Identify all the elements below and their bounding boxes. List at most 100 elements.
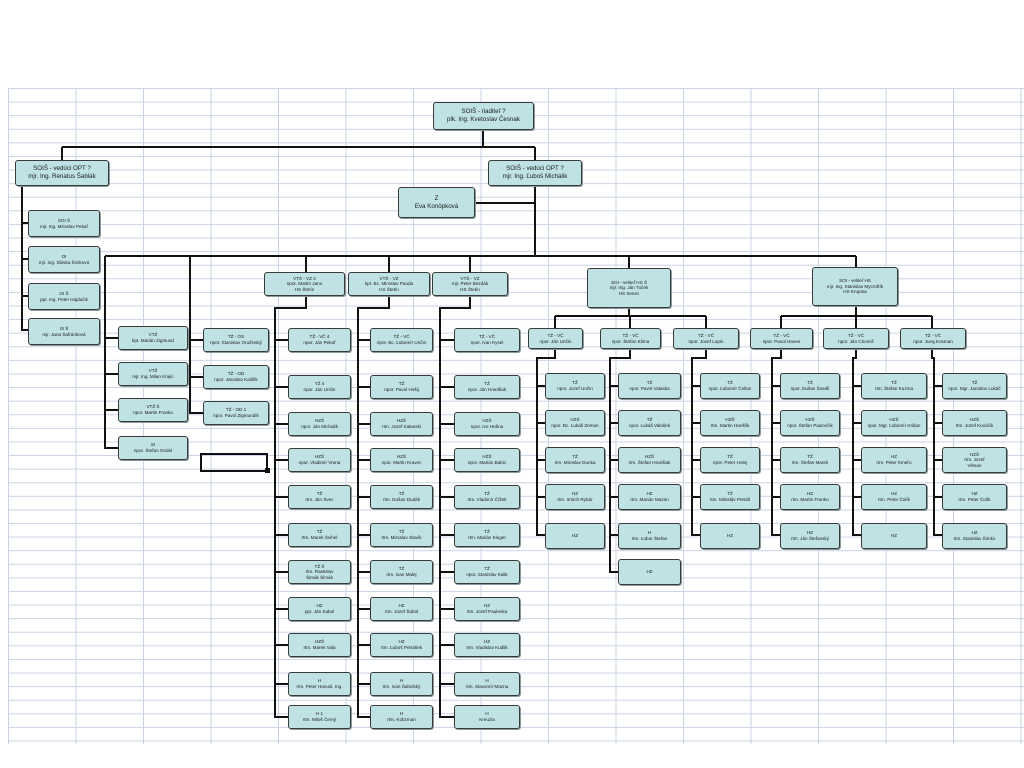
node-assistant[interactable]: Z Eva Konôpková [398, 187, 475, 218]
node-opt-left[interactable]: SOIŠ - vedúci OPT ? mjr. Ing. Renatus Ša… [15, 160, 109, 186]
node-member[interactable]: HZ [700, 523, 760, 549]
node-title: HZ [890, 454, 898, 460]
node-member[interactable]: HZ [545, 523, 605, 549]
fill-handle[interactable] [265, 468, 270, 473]
selected-cell[interactable] [200, 453, 268, 472]
node-person: rtm. Jozef Paulenka [466, 609, 508, 614]
node-member[interactable]: HZ [861, 523, 927, 549]
node-member[interactable]: HZ [618, 559, 681, 585]
node-title: HZŠ [725, 417, 735, 423]
node-title: SOIŠ - riaditeľ ? [461, 108, 506, 116]
node-title: HZŠ [396, 454, 407, 460]
node-person: Kreuzla [479, 717, 495, 722]
node-opt-right[interactable]: SOIŠ - vedúci OPT ? mjr. Ing. Ľuboš Mich… [488, 160, 582, 186]
node-director[interactable]: SOIŠ - riaditeľ ? plk. Ing. Kvetoslav Če… [433, 102, 534, 130]
node-title: HZŠ [314, 418, 325, 424]
node-person: rtm. Imrich Rybár [557, 497, 593, 502]
